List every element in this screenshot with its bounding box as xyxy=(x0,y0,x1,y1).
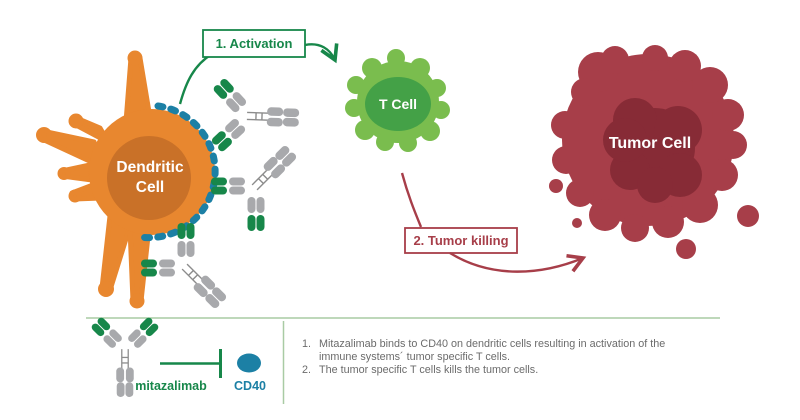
mitazalimab-label: mitazalimab xyxy=(135,379,207,393)
activation-arrow-tail xyxy=(178,52,213,105)
cd40-label: CD40 xyxy=(234,379,266,393)
footnote-1: 1. Mitazalimab binds to CD40 on dendriti… xyxy=(302,338,680,364)
legend: mitazalimab CD40 xyxy=(86,315,720,404)
footnote-2-number: 2. xyxy=(302,364,312,376)
footnote-2: 2. The tumor specific T cells kills the … xyxy=(302,364,680,377)
antibody-top xyxy=(209,76,301,157)
footnote-1-number: 1. xyxy=(302,338,312,350)
dendritic-cell-nucleus xyxy=(107,136,191,220)
tumor-killing-step: 2. Tumor killing xyxy=(400,172,587,273)
footnotes: 1. Mitazalimab binds to CD40 on dendriti… xyxy=(302,338,680,377)
dendritic-cell-label-line2: Cell xyxy=(136,179,164,196)
dendritic-cell-label-line1: Dendritic xyxy=(116,159,184,176)
killing-box xyxy=(404,227,518,254)
cd40-receptor-icon xyxy=(237,353,261,373)
footnote-2-text: The tumor specific T cells kills the tum… xyxy=(319,364,539,376)
dendritic-cell: Dendritic Cell xyxy=(36,50,219,309)
killing-arrow-tail xyxy=(400,172,423,228)
t-cell: T Cell xyxy=(345,49,450,152)
t-cell-nucleus xyxy=(365,77,431,131)
tumor-cell: Tumor Cell xyxy=(549,45,759,259)
tumor-fragments xyxy=(549,179,759,259)
tumor-cell-label: Tumor Cell xyxy=(609,135,691,152)
activation-box xyxy=(202,29,306,58)
activation-arrow-head xyxy=(304,43,339,64)
killing-label: 2. Tumor killing xyxy=(413,233,508,248)
binds-to-symbol xyxy=(160,349,222,378)
footnote-1-text: Mitazalimab binds to CD40 on dendritic c… xyxy=(319,338,666,363)
tumor-cell-nucleus xyxy=(603,98,702,203)
killing-arrow-head xyxy=(449,251,587,273)
activation-step: 1. Activation xyxy=(178,29,339,105)
t-cell-label: T Cell xyxy=(379,96,417,112)
activation-label: 1. Activation xyxy=(216,36,293,51)
